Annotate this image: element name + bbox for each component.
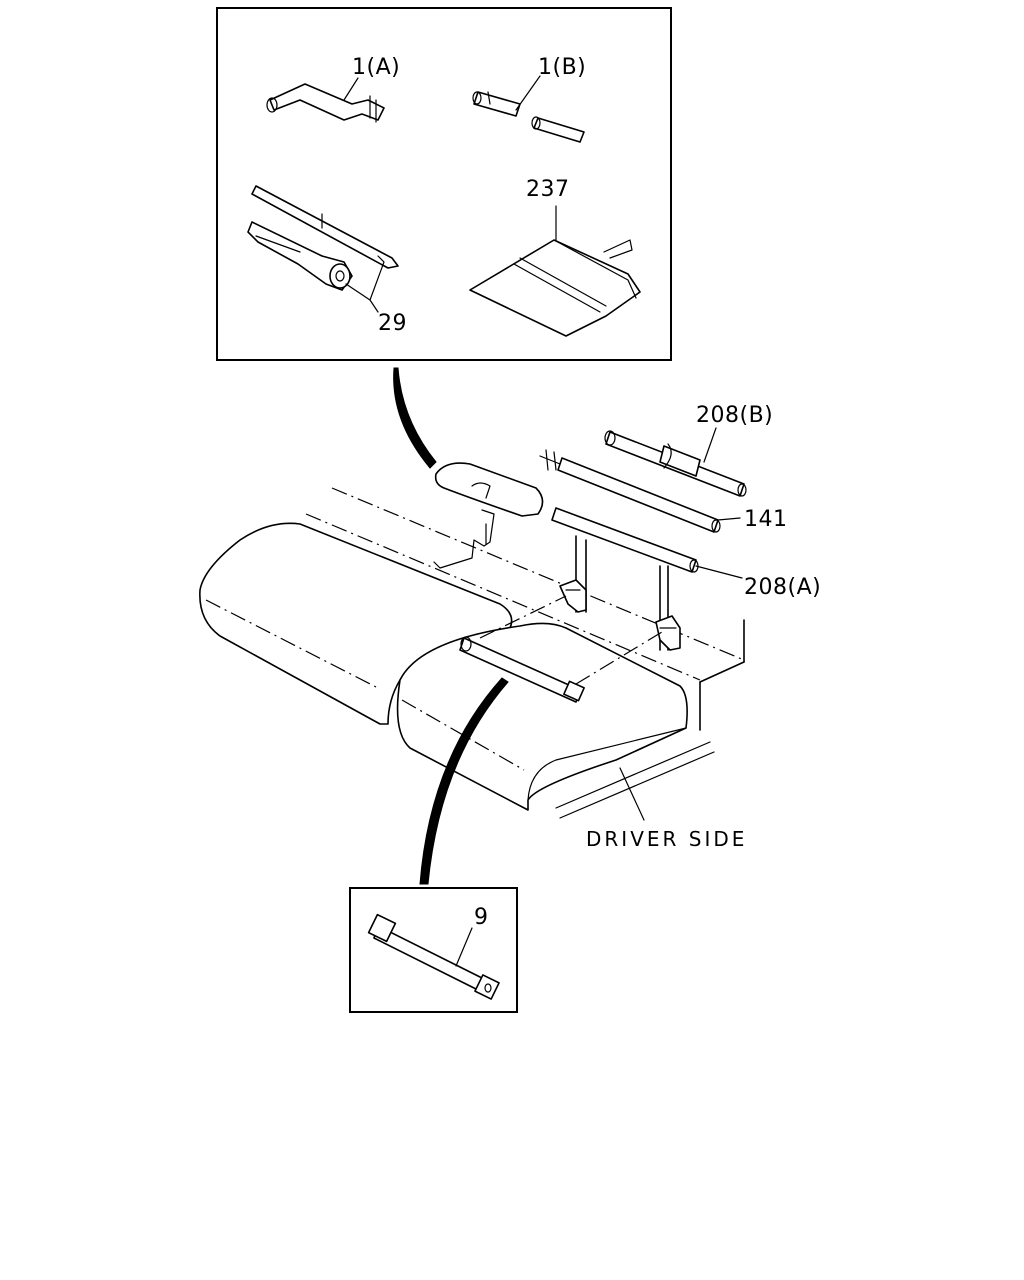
callout-208b: 208(B) [696, 403, 773, 428]
inset-box-tools [216, 7, 672, 361]
bracket-left [433, 509, 495, 569]
vehicle-seat-area [199, 487, 745, 819]
headrest-bag [434, 462, 544, 517]
driver-side-label: DRIVER SIDE [586, 827, 747, 851]
leader-top [393, 367, 437, 469]
part-208b-rod [604, 430, 747, 497]
part-29-tool-set [247, 185, 399, 291]
part-9-wheel-wrench [367, 913, 500, 1000]
part-1b-extension [472, 91, 585, 143]
clip-right [655, 615, 681, 651]
callout-208a: 208(A) [744, 575, 821, 600]
callout-1b: 1(B) [538, 55, 586, 80]
callout-1a: 1(A) [352, 55, 400, 80]
part-141-rod [539, 449, 721, 533]
callout-29: 29 [378, 311, 407, 336]
part-237-tool-bag [469, 239, 641, 337]
clip-left [559, 579, 587, 613]
leader-bottom [419, 677, 509, 885]
callout-237: 237 [526, 177, 570, 202]
callout-141: 141 [744, 507, 788, 532]
part-1a-handle [266, 83, 385, 123]
callout-9: 9 [474, 905, 489, 930]
inset-box-wrench [349, 887, 518, 1013]
wrench-on-seat [459, 636, 585, 703]
